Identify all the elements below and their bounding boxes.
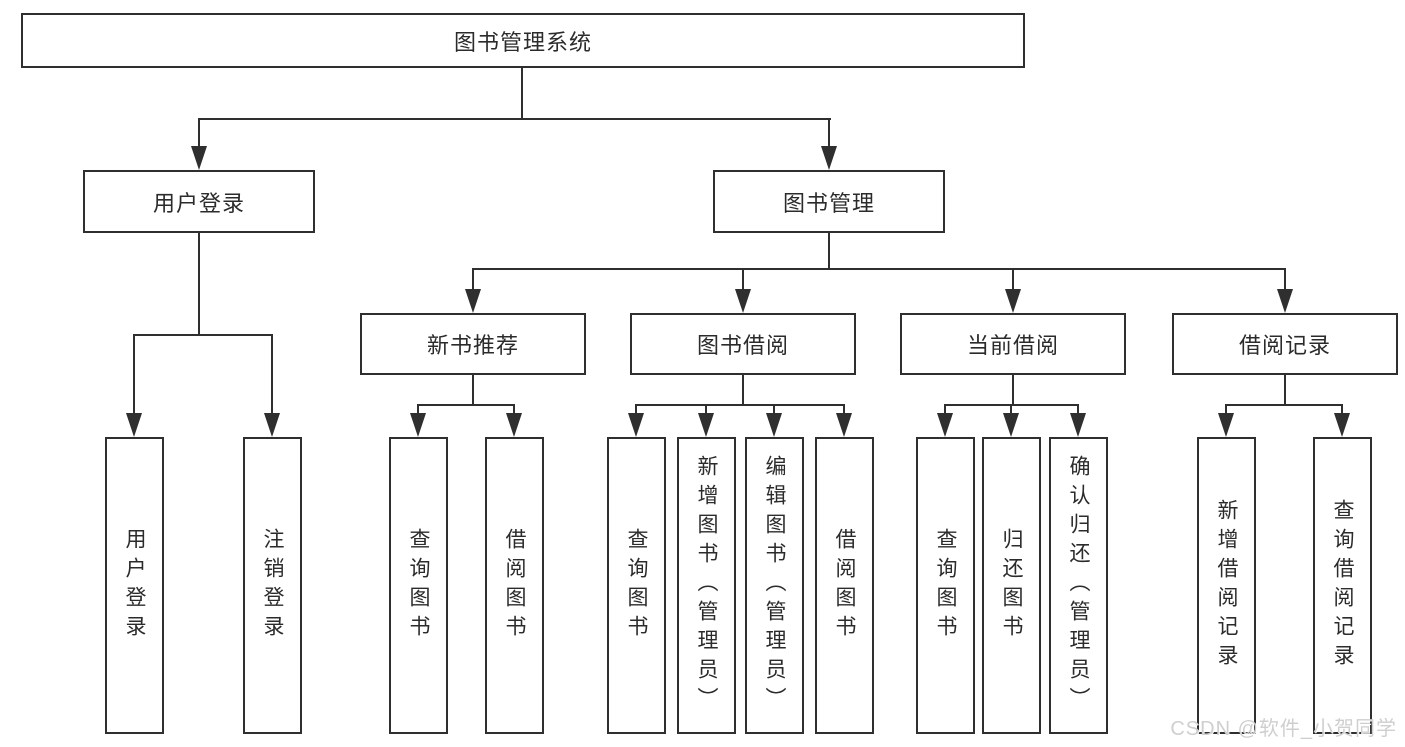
connector-line — [133, 334, 273, 336]
leaf-current-search-books: 查询图书 — [916, 437, 975, 734]
arrowhead-down-icon — [821, 146, 837, 170]
arrowhead-down-icon — [735, 289, 751, 313]
arrowhead-down-icon — [1277, 289, 1293, 313]
connector-line — [271, 334, 273, 416]
connector-line — [1012, 375, 1014, 406]
connector-line — [417, 404, 515, 406]
node-borrowing-records: 借阅记录 — [1172, 313, 1398, 375]
connector-line — [1012, 268, 1014, 291]
node-label: 图书管理系统 — [453, 29, 592, 55]
connector-line — [1010, 404, 1012, 416]
connector-line — [1284, 375, 1286, 406]
connector-line — [472, 268, 474, 291]
leaf-label: 新增借阅记录 — [1215, 498, 1238, 673]
connector-line — [635, 404, 845, 406]
leaf-label: 归还图书 — [1000, 527, 1023, 644]
connector-line — [521, 68, 523, 119]
leaf-label: 借阅图书 — [503, 527, 526, 644]
arrowhead-down-icon — [766, 413, 782, 437]
leaf-recommend-search-books: 查询图书 — [389, 437, 448, 734]
leaf-label: 借阅图书 — [833, 527, 856, 644]
leaf-confirm-return-admin: 确认归还（管理员） — [1049, 437, 1108, 734]
node-label: 当前借阅 — [966, 333, 1059, 358]
connector-line — [843, 404, 845, 416]
leaf-add-borrow-record: 新增借阅记录 — [1197, 437, 1256, 734]
connector-line — [742, 375, 744, 406]
arrowhead-down-icon — [1218, 413, 1234, 437]
connector-line — [1284, 268, 1286, 291]
leaf-search-borrow-record: 查询借阅记录 — [1313, 437, 1372, 734]
connector-line — [513, 404, 515, 416]
leaf-borrowing-search-books: 查询图书 — [607, 437, 666, 734]
arrowhead-down-icon — [1334, 413, 1350, 437]
arrowhead-down-icon — [1070, 413, 1086, 437]
connector-line — [1077, 404, 1079, 416]
connector-line — [773, 404, 775, 416]
leaf-return-books: 归还图书 — [982, 437, 1041, 734]
arrowhead-down-icon — [937, 413, 953, 437]
node-book-management: 图书管理 — [713, 170, 945, 233]
connector-line — [198, 118, 200, 148]
connector-line — [742, 268, 744, 291]
connector-line — [472, 268, 1286, 270]
arrowhead-down-icon — [465, 289, 481, 313]
arrowhead-down-icon — [506, 413, 522, 437]
leaf-label: 查询图书 — [934, 527, 957, 644]
connector-line — [1225, 404, 1343, 406]
leaf-edit-books-admin: 编辑图书（管理员） — [745, 437, 804, 734]
node-current-borrowing: 当前借阅 — [900, 313, 1126, 375]
connector-line — [417, 404, 419, 416]
arrowhead-down-icon — [836, 413, 852, 437]
connector-line — [828, 233, 830, 270]
leaf-add-books-admin: 新增图书（管理员） — [677, 437, 736, 734]
leaf-label: 查询借阅记录 — [1331, 498, 1354, 673]
node-label: 借阅记录 — [1238, 333, 1331, 358]
node-new-book-recommendation: 新书推荐 — [360, 313, 586, 375]
leaf-label: 查询图书 — [407, 527, 430, 644]
node-label: 用户登录 — [152, 190, 245, 216]
arrowhead-down-icon — [698, 413, 714, 437]
arrowhead-down-icon — [126, 413, 142, 437]
leaf-label: 确认归还（管理员） — [1067, 455, 1090, 716]
arrowhead-down-icon — [1003, 413, 1019, 437]
arrowhead-down-icon — [191, 146, 207, 170]
leaf-label: 注销登录 — [261, 527, 284, 644]
leaf-label: 新增图书（管理员） — [695, 455, 718, 716]
node-label: 图书管理 — [782, 190, 875, 216]
connector-line — [705, 404, 707, 416]
leaf-borrowing-borrow-books: 借阅图书 — [815, 437, 874, 734]
leaf-label: 查询图书 — [625, 527, 648, 644]
connector-line — [198, 118, 831, 120]
node-label: 新书推荐 — [426, 333, 519, 358]
leaf-user-login: 用户登录 — [105, 437, 164, 734]
node-label: 图书借阅 — [696, 333, 789, 358]
connector-line — [472, 375, 474, 406]
connector-line — [635, 404, 637, 416]
node-book-borrowing: 图书借阅 — [630, 313, 856, 375]
connector-line — [1225, 404, 1227, 416]
arrowhead-down-icon — [628, 413, 644, 437]
connector-line — [1341, 404, 1343, 416]
node-library-management-system: 图书管理系统 — [21, 13, 1025, 68]
connector-line — [198, 233, 200, 336]
arrowhead-down-icon — [264, 413, 280, 437]
connector-line — [944, 404, 946, 416]
leaf-logout: 注销登录 — [243, 437, 302, 734]
leaf-recommend-borrow-books: 借阅图书 — [485, 437, 544, 734]
connector-line — [133, 334, 135, 416]
connector-line — [828, 118, 830, 148]
node-user-login: 用户登录 — [83, 170, 315, 233]
arrowhead-down-icon — [410, 413, 426, 437]
arrowhead-down-icon — [1005, 289, 1021, 313]
csdn-watermark: CSDN @软件_小贺同学 — [1170, 718, 1397, 740]
leaf-label: 编辑图书（管理员） — [763, 455, 786, 716]
leaf-label: 用户登录 — [123, 527, 146, 644]
